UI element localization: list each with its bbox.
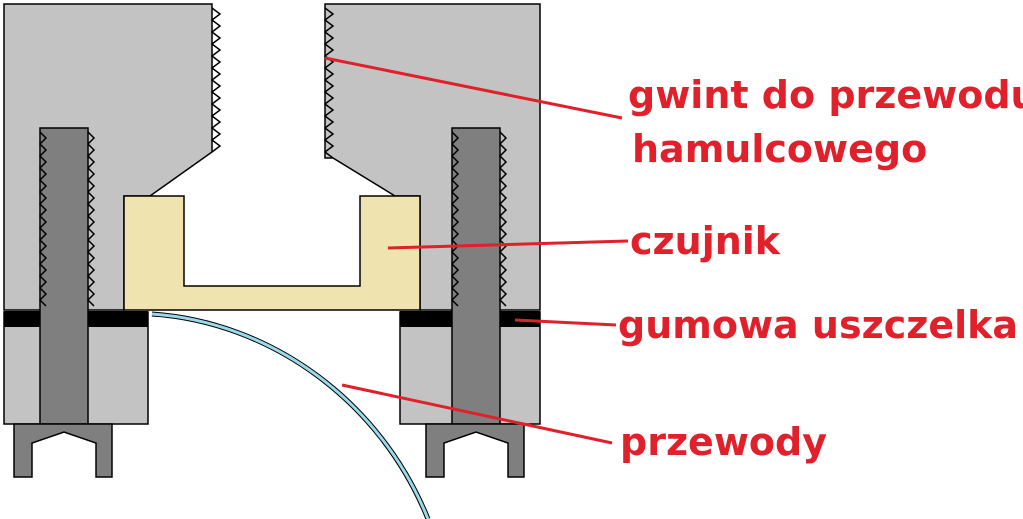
label-seal: gumowa uszczelka (618, 303, 1018, 347)
thread-edge (323, 7, 335, 159)
leader-thread (324, 56, 623, 120)
leader-sensor (387, 239, 629, 250)
label-thread-line1: gwint do przewodu (628, 73, 1023, 117)
upper-housing-right (324, 3, 541, 311)
sensor-body (123, 195, 421, 311)
leader-wires (341, 383, 613, 445)
thread-edge (86, 131, 96, 307)
wire (151, 311, 431, 519)
thread-edge (38, 131, 48, 307)
label-thread-line2: hamulcowego (632, 127, 927, 171)
thread-edge (450, 131, 460, 307)
thread-serrations (38, 7, 508, 307)
thread-edge (210, 7, 222, 153)
label-sensor: czujnik (630, 219, 781, 263)
label-wires: przewody (620, 420, 827, 464)
leader-seal (514, 318, 617, 327)
bolt-right (425, 127, 525, 478)
thread-edge (498, 131, 508, 307)
